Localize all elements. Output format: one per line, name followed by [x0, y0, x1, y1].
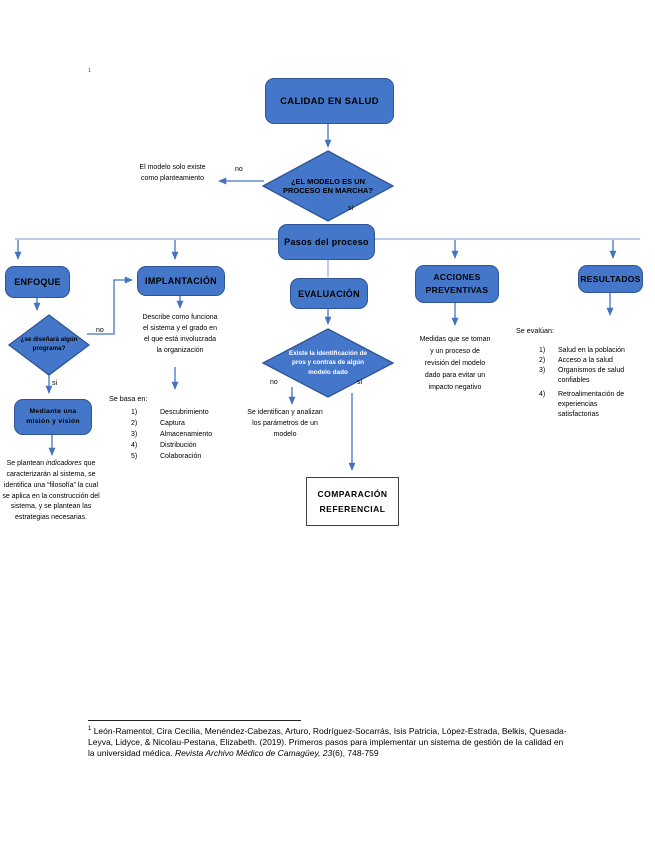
implantacion-description: Describe como funciona el sistema y el g…: [142, 314, 218, 354]
decision-programa-si-label: si: [52, 380, 58, 387]
list-item-text: Organismos de salud confiables: [558, 367, 625, 384]
list-item-num: 2): [539, 357, 546, 364]
decision-modelo-no-label: no: [235, 166, 243, 173]
node-evaluacion: EVALUACIÓN: [290, 278, 368, 309]
resultados-list: 1) Salud en la población 2) Acceso a la …: [539, 346, 644, 420]
decision-programa-no-label: no: [96, 327, 104, 334]
decision-modelo-diamond: [261, 150, 395, 222]
list-item-text: Salud en la población: [558, 347, 625, 354]
list-item-text: Retroalimentación de experiencias satisf…: [558, 391, 625, 418]
list-item-num: 5): [131, 453, 138, 460]
list-item-text: Distribución: [160, 442, 197, 449]
acciones-description: Medidas que se toman y un proceso de rev…: [419, 336, 491, 391]
list-item: 3) Organismos de salud confiables: [539, 366, 644, 386]
decision-programa-question: ¿se diseñará algún programa?: [20, 336, 78, 352]
decision-proscontras-no-label: no: [270, 379, 278, 386]
footnote: 1 León-Ramentol, Cira Cecilia, Menéndez-…: [88, 726, 572, 760]
footnote-marker: 1: [88, 726, 92, 733]
decision-modelo-si-label: si: [348, 205, 354, 212]
node-enfoque: ENFOQUE: [5, 266, 70, 298]
evaluacion-no-result: Se identifican y analizan los parámetros…: [247, 409, 323, 438]
resultados-list-title: Se evalúan:: [516, 326, 554, 335]
footnote-divider: [88, 720, 301, 721]
enfoque-paragraph: Se plantean indicadores que caracterizar…: [0, 459, 102, 524]
list-item: 5) Colaboración: [131, 451, 231, 462]
list-item: 1) Salud en la población: [539, 346, 644, 356]
enfoque-paragraph-post: que caracterizarán al sistema, se identi…: [2, 460, 100, 522]
list-item-text: Colaboración: [160, 453, 202, 460]
node-comparacion-referencial: COMPARACIÓN REFERENCIAL: [306, 477, 399, 526]
node-mision-vision: Mediante una misión y visión: [14, 399, 92, 435]
list-item: 3) Almacenamiento: [131, 429, 231, 440]
decision-modelo-question: ¿EL MODELO ES UN PROCESO EN MARCHA?: [282, 176, 373, 195]
list-item: 2) Acceso a la salud: [539, 356, 644, 366]
list-item: 2) Captura: [131, 418, 231, 429]
list-item-num: 2): [131, 420, 138, 427]
list-item-num: 4): [539, 391, 546, 398]
node-resultados: RESULTADOS: [578, 265, 643, 293]
node-acciones-preventivas: ACCIONES PREVENTIVAS: [415, 265, 499, 303]
list-item-num: 3): [131, 431, 138, 438]
list-item-text: Acceso a la salud: [558, 357, 613, 364]
enfoque-paragraph-italic: indicadores: [45, 460, 82, 467]
list-item-num: 4): [131, 442, 138, 449]
list-item: 1) Descubrimiento: [131, 407, 231, 418]
decision-proscontras-si-label: si: [357, 379, 363, 386]
decision-proscontras-diamond: [261, 328, 395, 398]
implantacion-list-title: Se basa en:: [109, 394, 148, 403]
implantacion-list: 1) Descubrimiento 2) Captura 3) Almacena…: [131, 407, 231, 462]
footnote-text-italic: Revista Archivo Médico de Camagüey, 23: [174, 748, 333, 759]
list-item: 4) Distribución: [131, 440, 231, 451]
list-item-num: 1): [539, 347, 546, 354]
footnote-text-pre: León-Ramentol, Cira Cecilia, Menéndez-Ca…: [88, 726, 567, 759]
page-superscript-marker: 1: [88, 68, 92, 74]
arrow-programa-no-to-implantacion: [87, 276, 133, 335]
decision-proscontras-question: Existe la identificación de pros y contr…: [288, 349, 368, 376]
node-implantacion: IMPLANTACIÓN: [137, 266, 225, 296]
list-item: 4) Retroalimentación de experiencias sat…: [539, 390, 644, 420]
list-item-num: 3): [539, 367, 546, 374]
list-item-num: 1): [131, 409, 138, 416]
node-calidad-en-salud: CALIDAD EN SALUD: [265, 78, 394, 124]
list-item-text: Descubrimiento: [160, 409, 209, 416]
enfoque-paragraph-pre: Se plantean: [6, 460, 46, 467]
list-item-text: Captura: [160, 420, 185, 427]
node-pasos-del-proceso: Pasos del proceso: [278, 224, 375, 260]
footnote-text-post: (6), 748-759: [332, 748, 379, 759]
decision-programa-diamond: [7, 314, 91, 376]
list-item-text: Almacenamiento: [160, 431, 213, 438]
decision-modelo-no-result: El modelo solo existe como planteamiento: [139, 164, 206, 182]
